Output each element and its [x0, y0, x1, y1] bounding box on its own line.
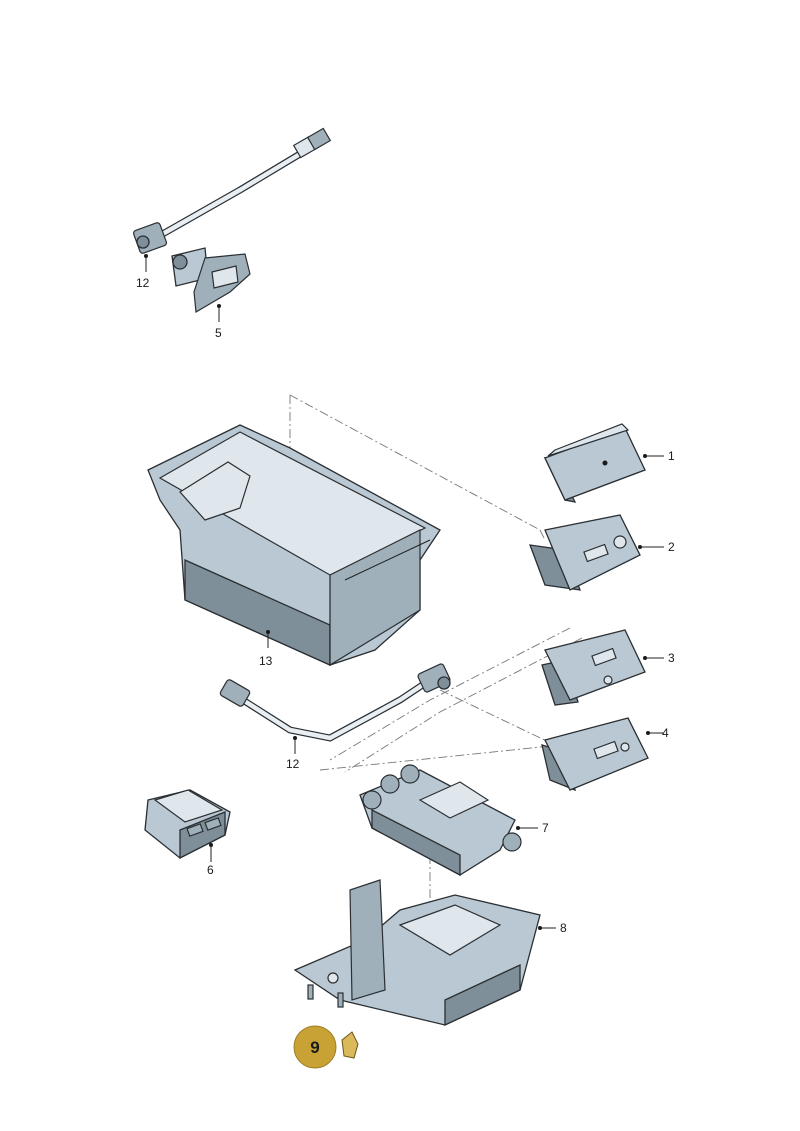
usb-socket-part-5[interactable] — [171, 247, 251, 322]
usb-module-part-2[interactable] — [529, 514, 664, 591]
label-part-4: 4 — [662, 726, 669, 740]
usb-module-part-4[interactable] — [541, 717, 664, 792]
usb-module-part-3[interactable] — [541, 629, 664, 706]
usb-hub-part-6[interactable] — [144, 789, 231, 862]
label-part-3: 3 — [668, 651, 675, 665]
label-part-1: 1 — [668, 449, 675, 463]
label-part-6: 6 — [207, 863, 214, 877]
label-part-5: 5 — [215, 326, 222, 340]
switch-module-part-1[interactable] — [543, 423, 664, 503]
storage-tray-part-13[interactable] — [147, 424, 441, 667]
cable-assembly-lower[interactable] — [219, 663, 451, 754]
control-unit-part-7[interactable] — [359, 764, 538, 877]
label-part-12-top: 12 — [136, 276, 150, 290]
label-part-2: 2 — [668, 540, 675, 554]
cable-assembly-top[interactable] — [132, 127, 332, 272]
label-part-7: 7 — [542, 821, 549, 835]
badge-circle — [293, 1025, 337, 1069]
label-part-8: 8 — [560, 921, 567, 935]
part-labels: 1 2 3 4 5 6 7 8 12 12 13 — [136, 276, 675, 935]
mounting-bracket-part-8[interactable] — [293, 879, 556, 1027]
label-part-12-lower: 12 — [286, 757, 300, 771]
part-9-badge[interactable]: 9 — [293, 1025, 359, 1069]
assembly-guide-lines — [289, 394, 583, 935]
badge-label: 9 — [310, 1038, 319, 1057]
label-part-13: 13 — [259, 654, 273, 668]
clip-icon — [341, 1031, 359, 1059]
